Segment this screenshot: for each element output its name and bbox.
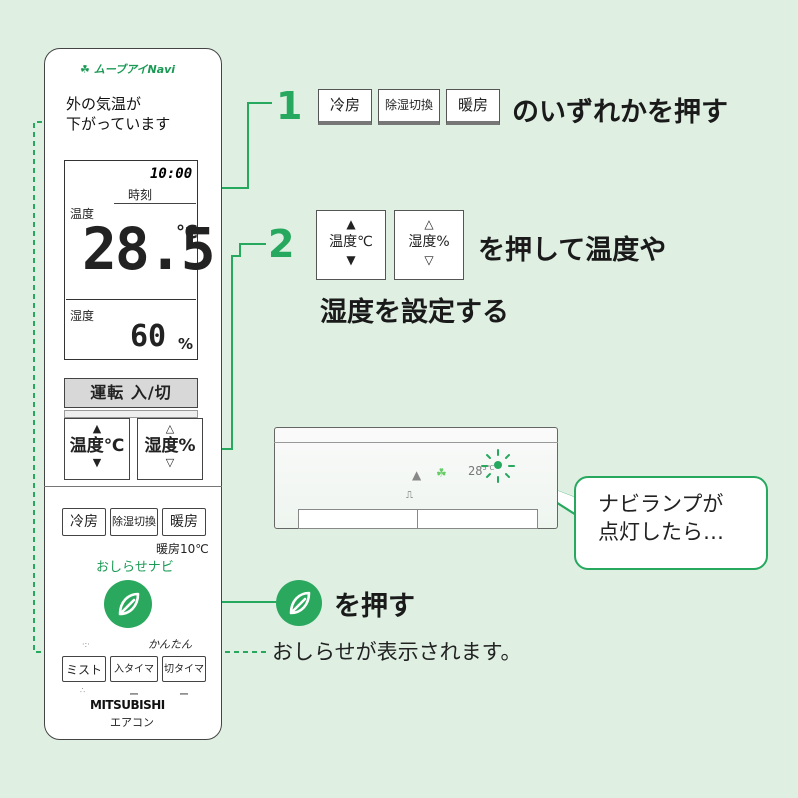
leaf-icon xyxy=(118,592,140,616)
up-triangle-outline-icon: △ xyxy=(424,217,434,231)
navi-leaf-button[interactable] xyxy=(104,580,152,628)
on-timer-button[interactable]: 入タイマー xyxy=(110,656,158,701)
step-2-text-line-2: 湿度を設定する xyxy=(320,297,509,328)
step-1-heat-button: 暖房 xyxy=(446,89,500,125)
step-2-text-line-1: を押して温度や xyxy=(478,235,667,266)
lcd-humidity-value: 60 xyxy=(130,319,167,354)
button-divider xyxy=(64,410,198,418)
lcd-humidity-unit: % xyxy=(178,335,194,353)
lcd-clock-label: 時刻 xyxy=(114,186,196,204)
kantan-label: かんたん xyxy=(148,638,192,651)
lcd-display xyxy=(64,160,198,360)
remote-lid-line xyxy=(44,486,222,487)
dots-icon: ·:· xyxy=(82,640,90,649)
notice-message: 外の気温が 下がっています xyxy=(66,94,196,140)
navi-lamp-icon xyxy=(481,449,515,483)
leaf-icon xyxy=(289,591,311,615)
power-icon: ⎍ xyxy=(406,490,413,501)
lcd-temp-value: 28.5 xyxy=(82,215,216,283)
unit-louver-split xyxy=(417,509,418,529)
step-2-temp-button: ▲ 温度℃ ▼ xyxy=(316,210,386,280)
step-2-number: 2 xyxy=(268,222,295,266)
unit-mode-icon: ▲ xyxy=(412,468,422,482)
unit-panel-line xyxy=(274,442,558,443)
step-1-text: のいずれかを押す xyxy=(512,97,728,128)
down-triangle-icon: ▼ xyxy=(346,253,356,267)
lcd-temp-unit: ℃ xyxy=(176,222,198,243)
result-note: おしらせが表示されます。 xyxy=(272,640,522,664)
step-3-text: を押す xyxy=(334,591,415,622)
step-3-leaf-button xyxy=(276,580,322,626)
maker-logo: MITSUBISHI xyxy=(90,698,165,712)
up-triangle-icon: ▲ xyxy=(346,217,356,231)
temp-button[interactable]: ▲ 温度℃ ▼ xyxy=(64,418,130,480)
humidity-button[interactable]: △ 湿度% ▽ xyxy=(137,418,203,480)
dehumid-button[interactable]: 除湿切換 xyxy=(110,508,158,536)
brand-logo: ☘ ムーブアイNavi xyxy=(80,63,176,76)
power-button[interactable]: 運転 入/切 xyxy=(64,378,198,408)
navi-label: おしらせナビ xyxy=(96,560,174,575)
down-triangle-outline-icon: ▽ xyxy=(424,253,434,267)
cool-button[interactable]: 冷房 xyxy=(62,508,106,536)
step-1-number: 1 xyxy=(276,84,303,128)
heat-sub-label: 暖房10℃ xyxy=(156,542,209,556)
lcd-clock: 10:00 xyxy=(150,166,193,182)
notice-line-2: 下がっています xyxy=(66,115,171,133)
lcd-humidity-label: 湿度 xyxy=(70,309,95,323)
unit-louver xyxy=(298,509,538,529)
step-1-dehumid-button: 除湿切換 xyxy=(378,89,440,125)
down-triangle-outline-icon: ▽ xyxy=(165,456,175,469)
mist-button[interactable]: ミスト xyxy=(62,656,106,682)
unit-temp-display: 285℃ xyxy=(468,464,495,478)
mist-dots-icon: ∴ xyxy=(80,686,86,695)
heat-button[interactable]: 暖房 xyxy=(162,508,206,536)
unit-eco-icon: ☘ xyxy=(436,466,447,480)
up-triangle-icon: ▲ xyxy=(92,422,102,435)
lcd-divider xyxy=(66,299,196,300)
notice-line-1: 外の気温が xyxy=(66,95,142,113)
product-label: エアコン xyxy=(110,716,154,729)
leaf-icon: ☘ xyxy=(80,63,90,76)
step-2-humidity-button: △ 湿度% ▽ xyxy=(394,210,464,280)
lcd-temp-label: 温度 xyxy=(70,207,95,221)
down-triangle-icon: ▼ xyxy=(92,456,102,469)
navi-lamp-callout: ナビランプが 点灯したら… xyxy=(574,476,768,570)
step-1-cool-button: 冷房 xyxy=(318,89,372,125)
off-timer-button[interactable]: 切タイマー xyxy=(162,656,206,701)
up-triangle-outline-icon: △ xyxy=(165,422,175,435)
